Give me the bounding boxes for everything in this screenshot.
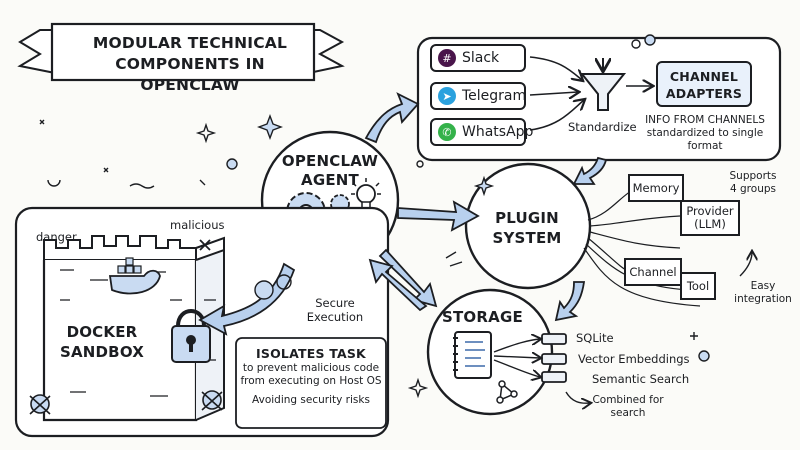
plugin-line-1: PLUGIN xyxy=(495,209,559,227)
storage-title: STORAGE xyxy=(442,308,523,326)
whatsapp-chip: ✆ WhatsApp xyxy=(430,118,533,146)
title-line-2: COMPONENTS IN OPENCLAW xyxy=(115,55,265,94)
whatsapp-icon: ✆ xyxy=(438,123,456,141)
telegram-label: Telegram xyxy=(462,88,527,104)
danger-label: danger xyxy=(36,230,77,244)
plugin-line-2: SYSTEM xyxy=(492,229,562,247)
note-line-1: INFO FROM CHANNELS xyxy=(645,114,765,126)
storage-item-vector: Vector Embeddings xyxy=(578,352,690,366)
channel-adapters-box: CHANNEL ADAPTERS xyxy=(656,61,752,107)
combined-line-1: Combined for xyxy=(592,394,664,406)
note-line-3: format xyxy=(687,140,723,152)
slack-icon: # xyxy=(438,49,456,67)
whatsapp-label: WhatsApp xyxy=(462,124,534,140)
provider-label: Provider (LLM) xyxy=(686,205,733,231)
flow-arrows xyxy=(198,92,608,336)
adapters-line-1: CHANNEL xyxy=(669,69,739,84)
secure-execution-note: Secure Execution xyxy=(300,296,370,324)
easy-line-1: Easy xyxy=(750,280,776,292)
docker-line-1: DOCKER xyxy=(66,323,138,341)
adapters-note: INFO FROM CHANNELS standardized to singl… xyxy=(638,114,772,153)
funnel-icon xyxy=(579,58,627,111)
docker-whale-icon xyxy=(108,257,161,295)
provider-line-1: Provider xyxy=(686,204,734,218)
puzzle-channel: Channel xyxy=(624,258,682,286)
title-banner xyxy=(17,22,345,82)
slack-chip: # Slack xyxy=(430,44,526,72)
agent-title: OPENCLAW AGENT xyxy=(270,152,390,190)
easy-line-2: integration xyxy=(734,293,792,305)
isolates-content: ISOLATES TASK to prevent malicious code … xyxy=(238,346,384,407)
adapters-line-2: ADAPTERS xyxy=(665,86,743,101)
docker-title: DOCKER SANDBOX xyxy=(52,322,152,362)
slack-label: Slack xyxy=(462,50,500,66)
agent-line-1: OPENCLAW xyxy=(281,152,379,170)
isolates-line-2: from executing on Host OS xyxy=(240,375,382,387)
note-line-2: standardized to single xyxy=(646,127,764,139)
puzzle-provider: Provider (LLM) xyxy=(680,200,740,236)
notebook-icon xyxy=(453,331,492,379)
memory-label: Memory xyxy=(632,180,680,195)
easy-integration-note: Easy integration xyxy=(728,280,798,306)
title-line-1: MODULAR TECHNICAL xyxy=(92,34,288,52)
avoid-risks: Avoiding security risks xyxy=(252,394,370,406)
lightbulb-icon xyxy=(351,178,381,210)
provider-line-2: (LLM) xyxy=(694,217,726,231)
decorations xyxy=(39,34,710,399)
agent-line-2: AGENT xyxy=(301,171,359,189)
isolates-line-1: to prevent malicious code xyxy=(242,362,380,374)
plugin-title: PLUGIN SYSTEM xyxy=(482,208,572,248)
storage-item-semantic: Semantic Search xyxy=(592,372,690,386)
supports-line-2: 4 groups xyxy=(730,183,776,195)
puzzle-memory: Memory xyxy=(628,174,684,202)
isolates-title: ISOLATES TASK xyxy=(256,346,366,361)
supports-line-1: Supports xyxy=(729,170,777,182)
telegram-icon: ➤ xyxy=(438,87,456,105)
virus-icon xyxy=(29,390,223,415)
supports-note: Supports 4 groups xyxy=(724,170,782,196)
combined-note: Combined for search xyxy=(588,394,668,420)
isolates-box xyxy=(235,337,387,429)
standardize-label: Standardize xyxy=(568,120,637,134)
network-icon xyxy=(496,380,518,404)
puzzle-tool: Tool xyxy=(680,272,716,300)
secure-line-2: Execution xyxy=(306,310,364,324)
storage-item-sqlite: SQLite xyxy=(576,331,614,345)
tool-label: Tool xyxy=(686,278,710,293)
channel-label: Channel xyxy=(629,264,677,279)
docker-line-2: SANDBOX xyxy=(59,343,145,361)
secure-line-1: Secure xyxy=(315,296,355,310)
database-icon xyxy=(541,333,567,383)
telegram-chip: ➤ Telegram xyxy=(430,82,526,110)
combined-line-2: search xyxy=(610,407,646,419)
x-mark-icon xyxy=(199,239,211,251)
malicious-label: malicious xyxy=(170,218,225,232)
page-title: MODULAR TECHNICAL COMPONENTS IN OPENCLAW xyxy=(70,33,310,96)
